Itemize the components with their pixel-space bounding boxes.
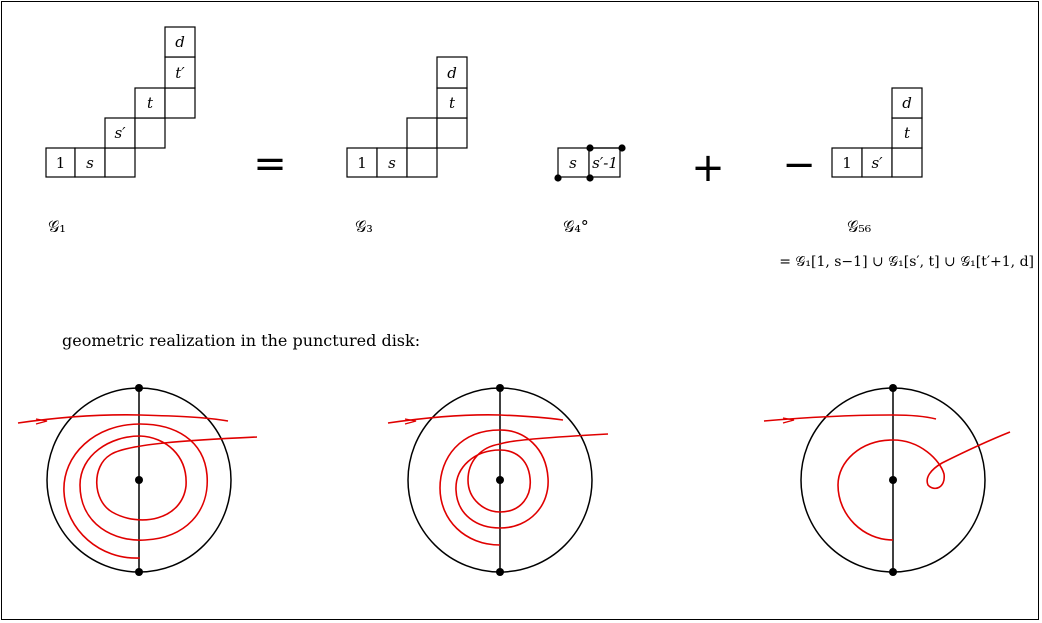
disk-1 bbox=[17, 384, 258, 576]
g3-cell-d bbox=[436, 56, 468, 89]
disk-1-dot-bottom bbox=[135, 568, 143, 576]
disk-2-curve bbox=[387, 414, 609, 546]
disk-3-arrow-icon bbox=[782, 417, 795, 424]
g4-cell-sprime-minus-1 bbox=[588, 147, 621, 178]
disk-2-dot-top bbox=[496, 384, 504, 392]
disk-3-dot-bottom bbox=[889, 568, 897, 576]
disk-1-puncture bbox=[135, 476, 143, 484]
g1-label-sprime: s′ bbox=[114, 124, 126, 142]
g4-dot-bottom-left bbox=[554, 174, 562, 182]
g4-cell-s bbox=[557, 147, 590, 178]
g1-cell-empty-b bbox=[134, 117, 166, 149]
g3-cell-s bbox=[376, 147, 408, 178]
g1-label-t: t bbox=[147, 94, 154, 112]
g1-cell-t bbox=[134, 87, 166, 119]
g4-label-s: s bbox=[569, 154, 577, 172]
g56-cell-d bbox=[891, 87, 923, 119]
g56-cell-empty bbox=[891, 147, 923, 178]
g1-cell-1 bbox=[45, 147, 76, 178]
g1-cell-d bbox=[164, 26, 196, 58]
g3-label-s: s bbox=[388, 154, 396, 172]
g56-cell-1 bbox=[831, 147, 863, 178]
g56-cell-sprime bbox=[861, 147, 893, 178]
g56-formula: = 𝒢₁[1, s−1] ∪ 𝒢₁[s′, t] ∪ 𝒢₁[t′+1, d] bbox=[779, 254, 1034, 270]
disk-3-dot-top bbox=[889, 384, 897, 392]
disk-2-dot-bottom bbox=[496, 568, 504, 576]
g1-label-d: d bbox=[175, 33, 185, 51]
g3-cell-1 bbox=[346, 147, 378, 178]
disk-3 bbox=[763, 384, 1011, 576]
section-caption: geometric realization in the punctured d… bbox=[62, 331, 420, 350]
g1-label-1: 1 bbox=[56, 154, 66, 172]
grid-g4: s s′-1 𝒢₄° bbox=[554, 144, 626, 236]
grid-g1: 1 s s′ t t′ d 𝒢₁ bbox=[45, 26, 196, 236]
equals-sign: = bbox=[253, 141, 287, 187]
disk-2-puncture bbox=[496, 476, 504, 484]
g1-cell-empty-a bbox=[104, 147, 136, 178]
g1-cell-tprime bbox=[164, 56, 196, 89]
g3-caption: 𝒢₃ bbox=[355, 217, 373, 236]
g1-cell-s bbox=[74, 147, 106, 178]
minus-sign: − bbox=[782, 142, 816, 188]
plus-sign: + bbox=[691, 145, 725, 191]
g3-label-d: d bbox=[447, 64, 457, 82]
g3-cell-t bbox=[436, 87, 468, 119]
g56-caption: 𝒢₅₆ bbox=[847, 217, 871, 236]
g3-label-t: t bbox=[449, 94, 456, 112]
g56-label-t: t bbox=[904, 124, 911, 142]
disk-1-arrow-icon bbox=[35, 418, 48, 425]
disk-1-dot-top bbox=[135, 384, 143, 392]
disk-2 bbox=[387, 384, 609, 576]
g4-dot-bottom-mid bbox=[586, 174, 594, 182]
g1-cell-empty-c bbox=[164, 87, 196, 119]
g4-dot-top-right bbox=[618, 144, 626, 152]
g3-cell-empty-c bbox=[436, 117, 468, 149]
grid-g3: 1 s t d 𝒢₃ bbox=[346, 56, 468, 236]
g4-dot-top-mid bbox=[586, 144, 594, 152]
g3-cell-empty-b bbox=[406, 117, 438, 149]
g4-caption: 𝒢₄° bbox=[563, 217, 589, 236]
g1-label-tprime: t′ bbox=[175, 64, 185, 82]
disk-3-curve bbox=[763, 414, 1011, 541]
disk-2-arrow-icon bbox=[404, 418, 417, 425]
g1-caption: 𝒢₁ bbox=[48, 217, 66, 236]
g56-cell-t bbox=[891, 117, 923, 149]
grid-g56: 1 s′ t d 𝒢₅₆ bbox=[831, 87, 923, 236]
g4-label-sprime-minus-1: s′-1 bbox=[592, 154, 618, 172]
g3-label-1: 1 bbox=[357, 154, 367, 172]
disk-1-curve bbox=[17, 414, 258, 559]
g56-label-sprime: s′ bbox=[871, 154, 883, 172]
g56-label-d: d bbox=[902, 94, 912, 112]
g3-cell-empty-a bbox=[406, 147, 438, 178]
g1-label-s: s bbox=[86, 154, 94, 172]
disk-3-puncture bbox=[889, 476, 897, 484]
g56-label-1: 1 bbox=[842, 154, 852, 172]
